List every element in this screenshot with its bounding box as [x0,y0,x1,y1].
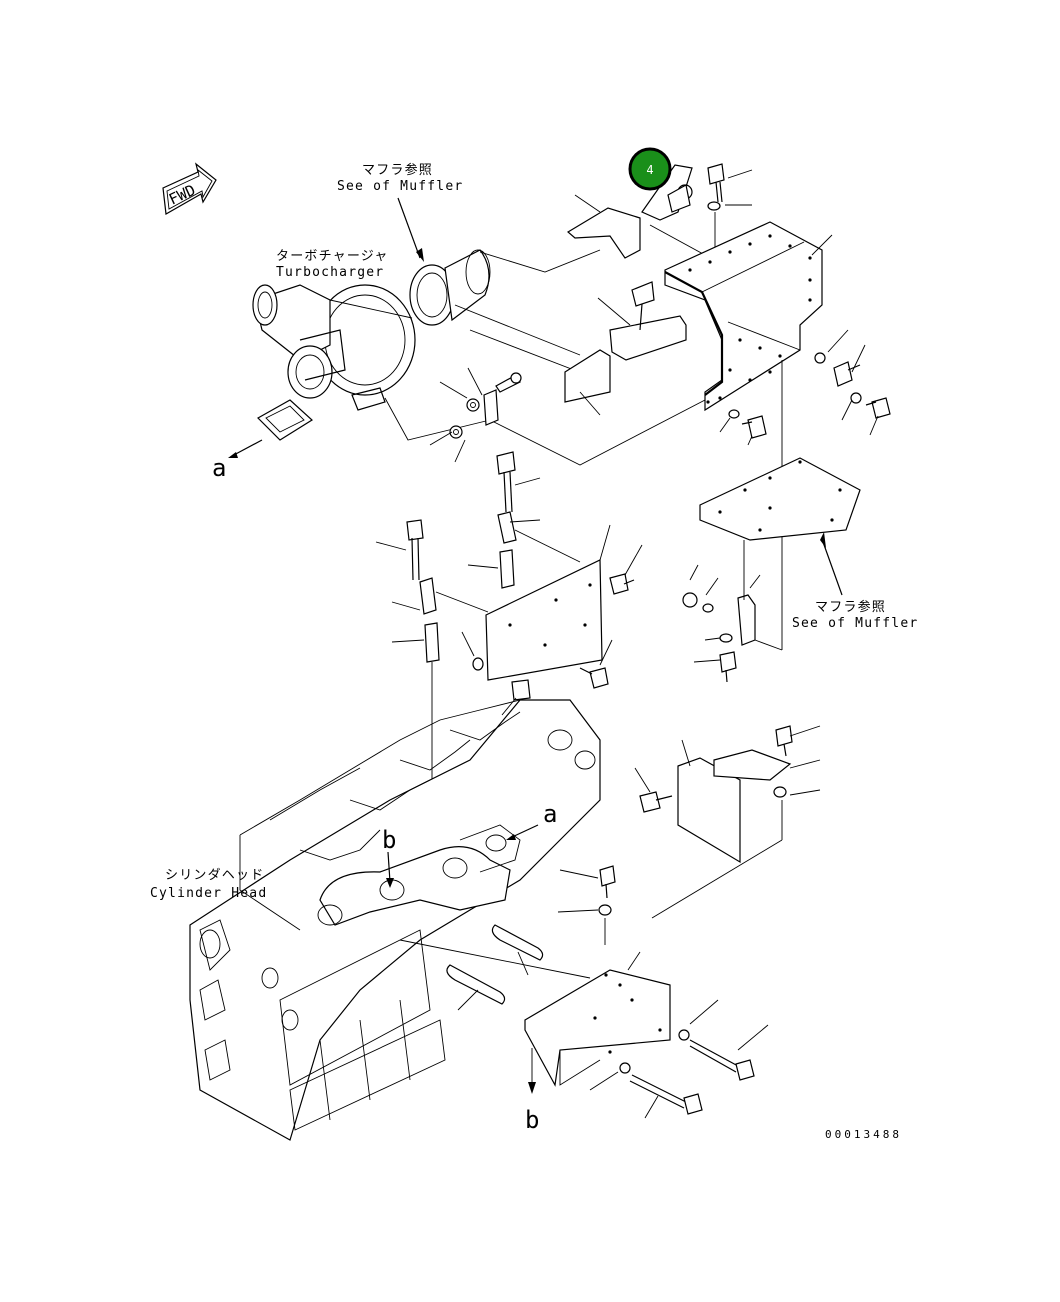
heat-shield-cover [664,221,833,412]
exhaust-manifold [317,824,521,926]
drawing-number: 00013488 [825,1128,902,1141]
turbocharger-label: ターボチャージャ Turbocharger [276,249,389,280]
marker-a-right: a [543,800,557,828]
callout-number: 4 [646,163,653,177]
right-small-bracket [682,540,783,683]
lower-long-bolts [589,999,769,1119]
muffler-top-jp: マフラ参照 [362,162,433,178]
marker-b-upper: b [382,826,396,854]
muffler-plate: マフラ参照 See of Muffler [699,457,918,631]
muffler-label-top: マフラ参照 See of Muffler [337,162,463,262]
turbocharger [252,284,416,411]
cylinder-head-label: シリンダヘッド Cylinder Head [150,868,267,901]
lower-bracket-assembly: b [399,865,671,1134]
callout-circle [628,147,672,191]
turbo-jp: ターボチャージャ [276,249,389,264]
long-bolt-left [375,519,489,830]
center-plate [461,524,611,681]
upper-bracket [566,164,706,259]
long-bolt-center [467,451,581,589]
exhaust-elbow [409,249,491,326]
muffler-top-en: See of Muffler [337,179,463,194]
fwd-arrow: FWD [162,162,217,215]
marker-b-lower: b [525,1106,539,1134]
callout-4[interactable]: 4 [628,147,672,191]
leader-lines-top [384,249,706,466]
cylinder-head [189,699,601,1141]
manifold-markers: a b [382,800,557,888]
gasket-a: a [212,399,313,482]
marker-a-left: a [212,454,226,482]
muffler-right-jp: マフラ参照 [815,599,886,615]
cylinder-jp: シリンダヘッド [165,868,264,883]
turbo-en: Turbocharger [276,265,384,280]
cylinder-en: Cylinder Head [150,886,267,901]
plate-bolts [501,544,643,716]
turbo-bracket [429,367,522,463]
lower-right-shield [634,725,821,919]
bolt-top-right [707,163,753,252]
muffler-right-en: See of Muffler [792,616,918,631]
middle-bracket [564,281,687,416]
